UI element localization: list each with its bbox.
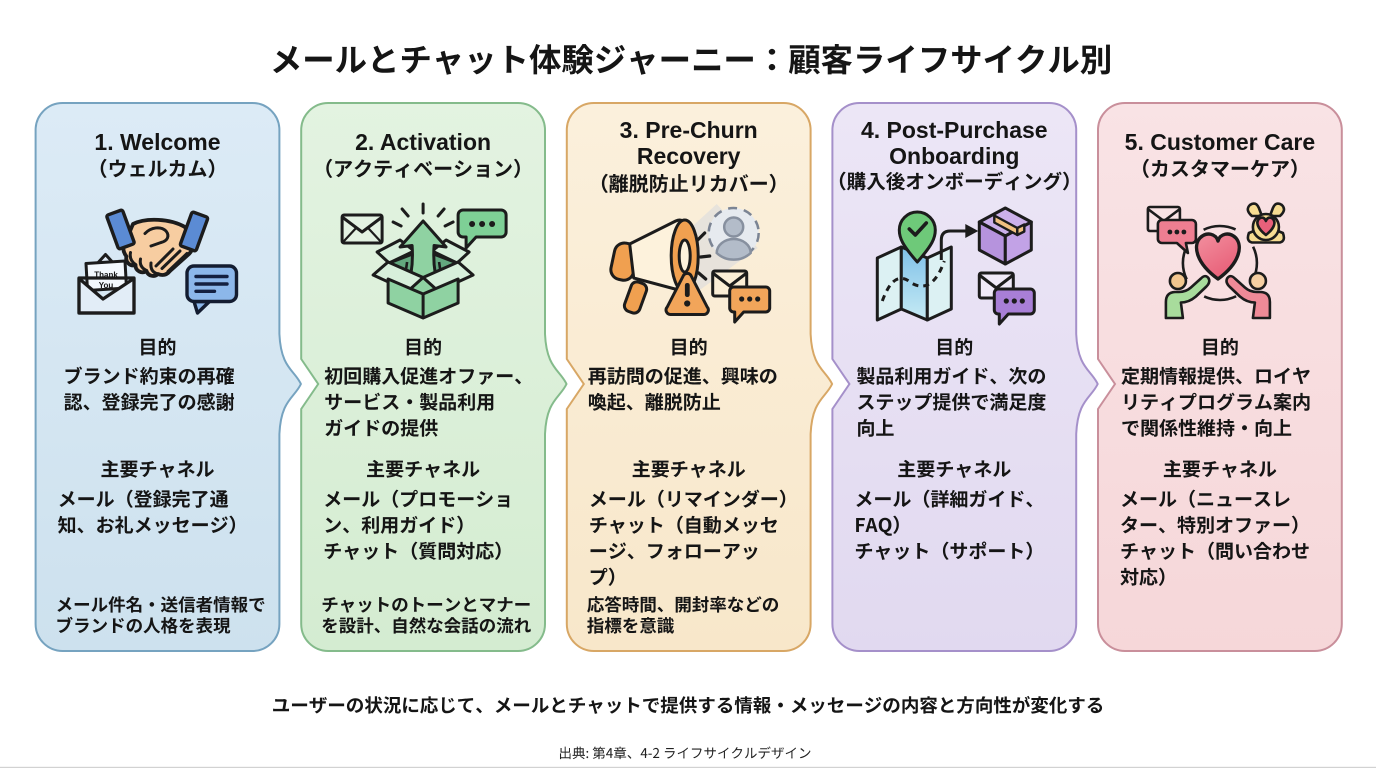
svg-text:4. Post-Purchase: 4. Post-Purchase [861, 117, 1048, 143]
svg-text:Recovery: Recovery [637, 143, 741, 169]
svg-text:You: You [99, 281, 114, 290]
svg-text:3. Pre-Churn: 3. Pre-Churn [620, 117, 758, 143]
svg-text:1. Welcome: 1. Welcome [94, 129, 220, 155]
svg-text:2. Activation: 2. Activation [355, 129, 491, 155]
svg-text:Onboarding: Onboarding [889, 143, 1019, 169]
svg-text:5. Customer Care: 5. Customer Care [1125, 129, 1315, 155]
svg-text:Thank: Thank [94, 271, 118, 280]
